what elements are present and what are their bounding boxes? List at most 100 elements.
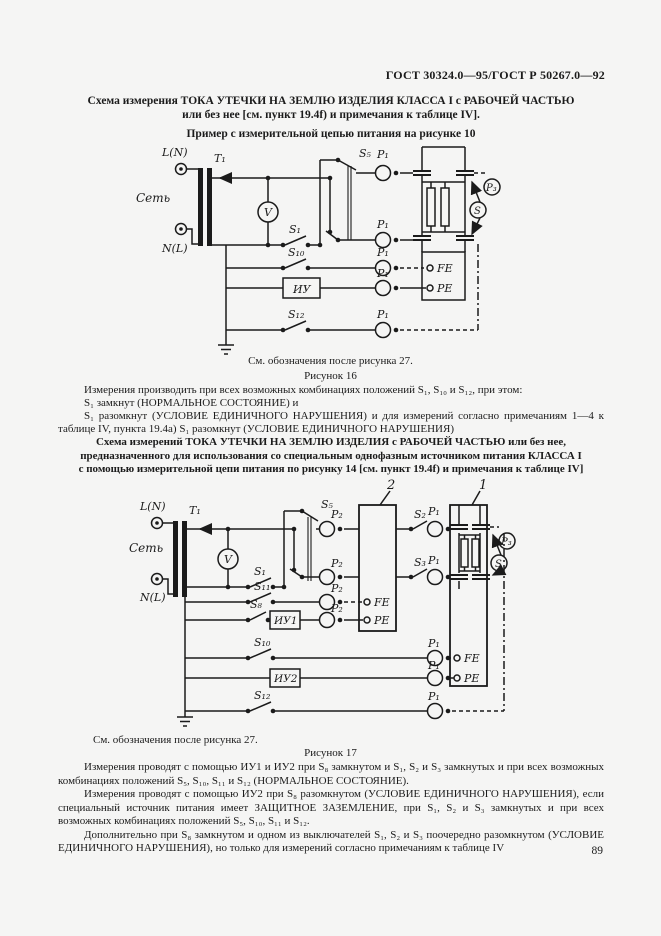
- appliance-box-1: [449, 504, 488, 687]
- figure17-notes: Измерения проводят с помощью ИУ1 и ИУ2 п…: [58, 761, 604, 856]
- switch-s8-blade: [249, 611, 267, 621]
- figure16-title: Схема измерения ТОКА УТЕЧКИ НА ЗЕМЛЮ ИЗД…: [58, 94, 604, 141]
- label-p1: P₁: [376, 246, 389, 259]
- switch-s12-blade: [284, 320, 307, 331]
- label-s3: S₃: [414, 556, 426, 569]
- label-l-n: L(N): [139, 500, 166, 513]
- switch-s2-blade: [412, 520, 428, 530]
- terminal-p1: [374, 259, 392, 277]
- terminal-p2: [318, 568, 336, 586]
- callout-line: [379, 490, 391, 506]
- figure16-title-line1: Схема измерения ТОКА УТЕЧКИ НА ЗЕМЛЮ ИЗД…: [87, 95, 575, 107]
- figure17-title: Схема измерений ТОКА УТЕЧКИ НА ЗЕМЛЮ ИЗД…: [44, 436, 618, 477]
- terminal-p1: [426, 649, 444, 667]
- label-s2: S₂: [414, 508, 426, 521]
- fig17-terminals: [150, 516, 516, 720]
- resistor-icon: [471, 538, 480, 568]
- label-s12: S₁₂: [254, 689, 270, 702]
- switch-s12-blade: [249, 701, 272, 712]
- ground-icon: [177, 716, 193, 727]
- fe-terminal: [453, 654, 461, 662]
- terminal-p1: [374, 231, 392, 249]
- label-iu1: ИУ1: [273, 615, 297, 627]
- transformer-winding: [207, 168, 212, 246]
- label-pe: PE: [373, 614, 389, 627]
- probe-p3-circle: [498, 532, 516, 550]
- label-s5: S₅: [359, 147, 372, 160]
- switch-s11-blade: [249, 592, 272, 603]
- label-p1: P₁: [427, 690, 440, 703]
- label-p2: P₂: [330, 602, 343, 615]
- pe-terminal: [363, 616, 371, 624]
- capacitor-icon: [450, 574, 468, 580]
- pe-terminal: [453, 674, 461, 682]
- ground-icon: [218, 344, 234, 355]
- label-p1: P₁: [427, 554, 440, 567]
- label-s12: S₁₂: [288, 308, 304, 321]
- switch-s5-coupler: [347, 166, 352, 240]
- wire: [422, 181, 465, 233]
- label-p1: P₁: [376, 148, 389, 161]
- label-s: S: [474, 206, 481, 217]
- figure16-note-3: S₁ разомкнут (УСЛОВИЕ ЕДИНИЧНОГО НАРУШЕН…: [58, 410, 604, 435]
- label-t1: T₁: [189, 504, 201, 517]
- figure17-title-line3: с помощью измерительной цепи питания по …: [78, 463, 584, 475]
- terminal-p2: [318, 611, 336, 629]
- transformer-winding: [173, 521, 178, 597]
- probe-s-circle: [490, 554, 508, 572]
- label-box1: 1: [479, 478, 487, 493]
- probe-arrow-icon: [470, 180, 483, 203]
- switch-s5-blade-top: [301, 510, 319, 522]
- switch-s5-blade-top: [337, 159, 357, 171]
- callout-line: [471, 490, 481, 506]
- label-v: V: [224, 553, 233, 566]
- supply-box-2: [358, 504, 397, 632]
- figure16-circuit-diagram: L(N) Сеть N(L) T₁ V S₅ S₁ S₁₀ S₁₂ ИУ P₁ …: [136, 146, 501, 355]
- transformer-winding: [182, 521, 187, 597]
- label-p1: P₁: [427, 659, 440, 672]
- switch-s1-blade: [284, 235, 307, 246]
- label-mains: Сеть: [136, 191, 170, 205]
- probe-arrow-icon: [491, 533, 504, 556]
- probe-p3-circle: [483, 178, 501, 196]
- terminal-p1: [426, 702, 444, 720]
- wire: [396, 528, 411, 578]
- capacitor-icon: [456, 170, 474, 176]
- label-p1: P₁: [376, 308, 389, 321]
- terminal-p1: [374, 164, 392, 182]
- label-pe: PE: [463, 672, 479, 685]
- fe-terminal: [426, 264, 434, 272]
- page-number: 89: [591, 845, 604, 857]
- fig17-labels: L(N) Сеть N(L) T₁ V S₅ S₁ S₁₁ S₈ S₁₀ S₁₂…: [129, 478, 512, 703]
- label-p1: P₁: [376, 267, 389, 280]
- figure16-notes: Измерения производить при всех возможных…: [58, 384, 604, 436]
- fig17-wires: [162, 490, 507, 727]
- fig16-labels: L(N) Сеть N(L) T₁ V S₅ S₁ S₁₀ S₁₂ ИУ P₁ …: [136, 146, 497, 321]
- label-box2: 2: [386, 478, 395, 493]
- label-fe: FE: [373, 596, 390, 609]
- switch-s1-blade: [249, 577, 272, 588]
- fig17-dots: [155, 508, 451, 714]
- label-p2: P₂: [330, 557, 343, 570]
- standard-number: ГОСТ 30324.0—95/ГОСТ Р 50267.0—92: [385, 68, 605, 82]
- label-s1: S₁: [254, 565, 266, 578]
- transformer-winding: [198, 168, 203, 246]
- label-s5: S₅: [321, 498, 334, 511]
- switch-s3-blade: [412, 568, 428, 578]
- label-t1: T₁: [214, 152, 226, 165]
- capacitor-icon: [472, 524, 490, 530]
- terminal-p1: [374, 279, 392, 297]
- wire: [430, 182, 446, 232]
- label-pe: PE: [436, 282, 452, 295]
- pe-terminal: [426, 284, 434, 292]
- figure17-title-line2: предназначенного для использования со сп…: [80, 449, 582, 462]
- label-iu2: ИУ2: [273, 673, 298, 685]
- label-v: V: [264, 206, 273, 219]
- figure16-subtitle: Пример с измерительной цепью питания на …: [186, 128, 476, 140]
- wire: [186, 228, 198, 245]
- measuring-device-2-box: [269, 668, 301, 688]
- figure16-title-line2: или без нее [см. пункт 19.4f) и примечан…: [182, 109, 480, 121]
- voltmeter-icon: [257, 201, 279, 223]
- label-iu: ИУ: [292, 283, 312, 296]
